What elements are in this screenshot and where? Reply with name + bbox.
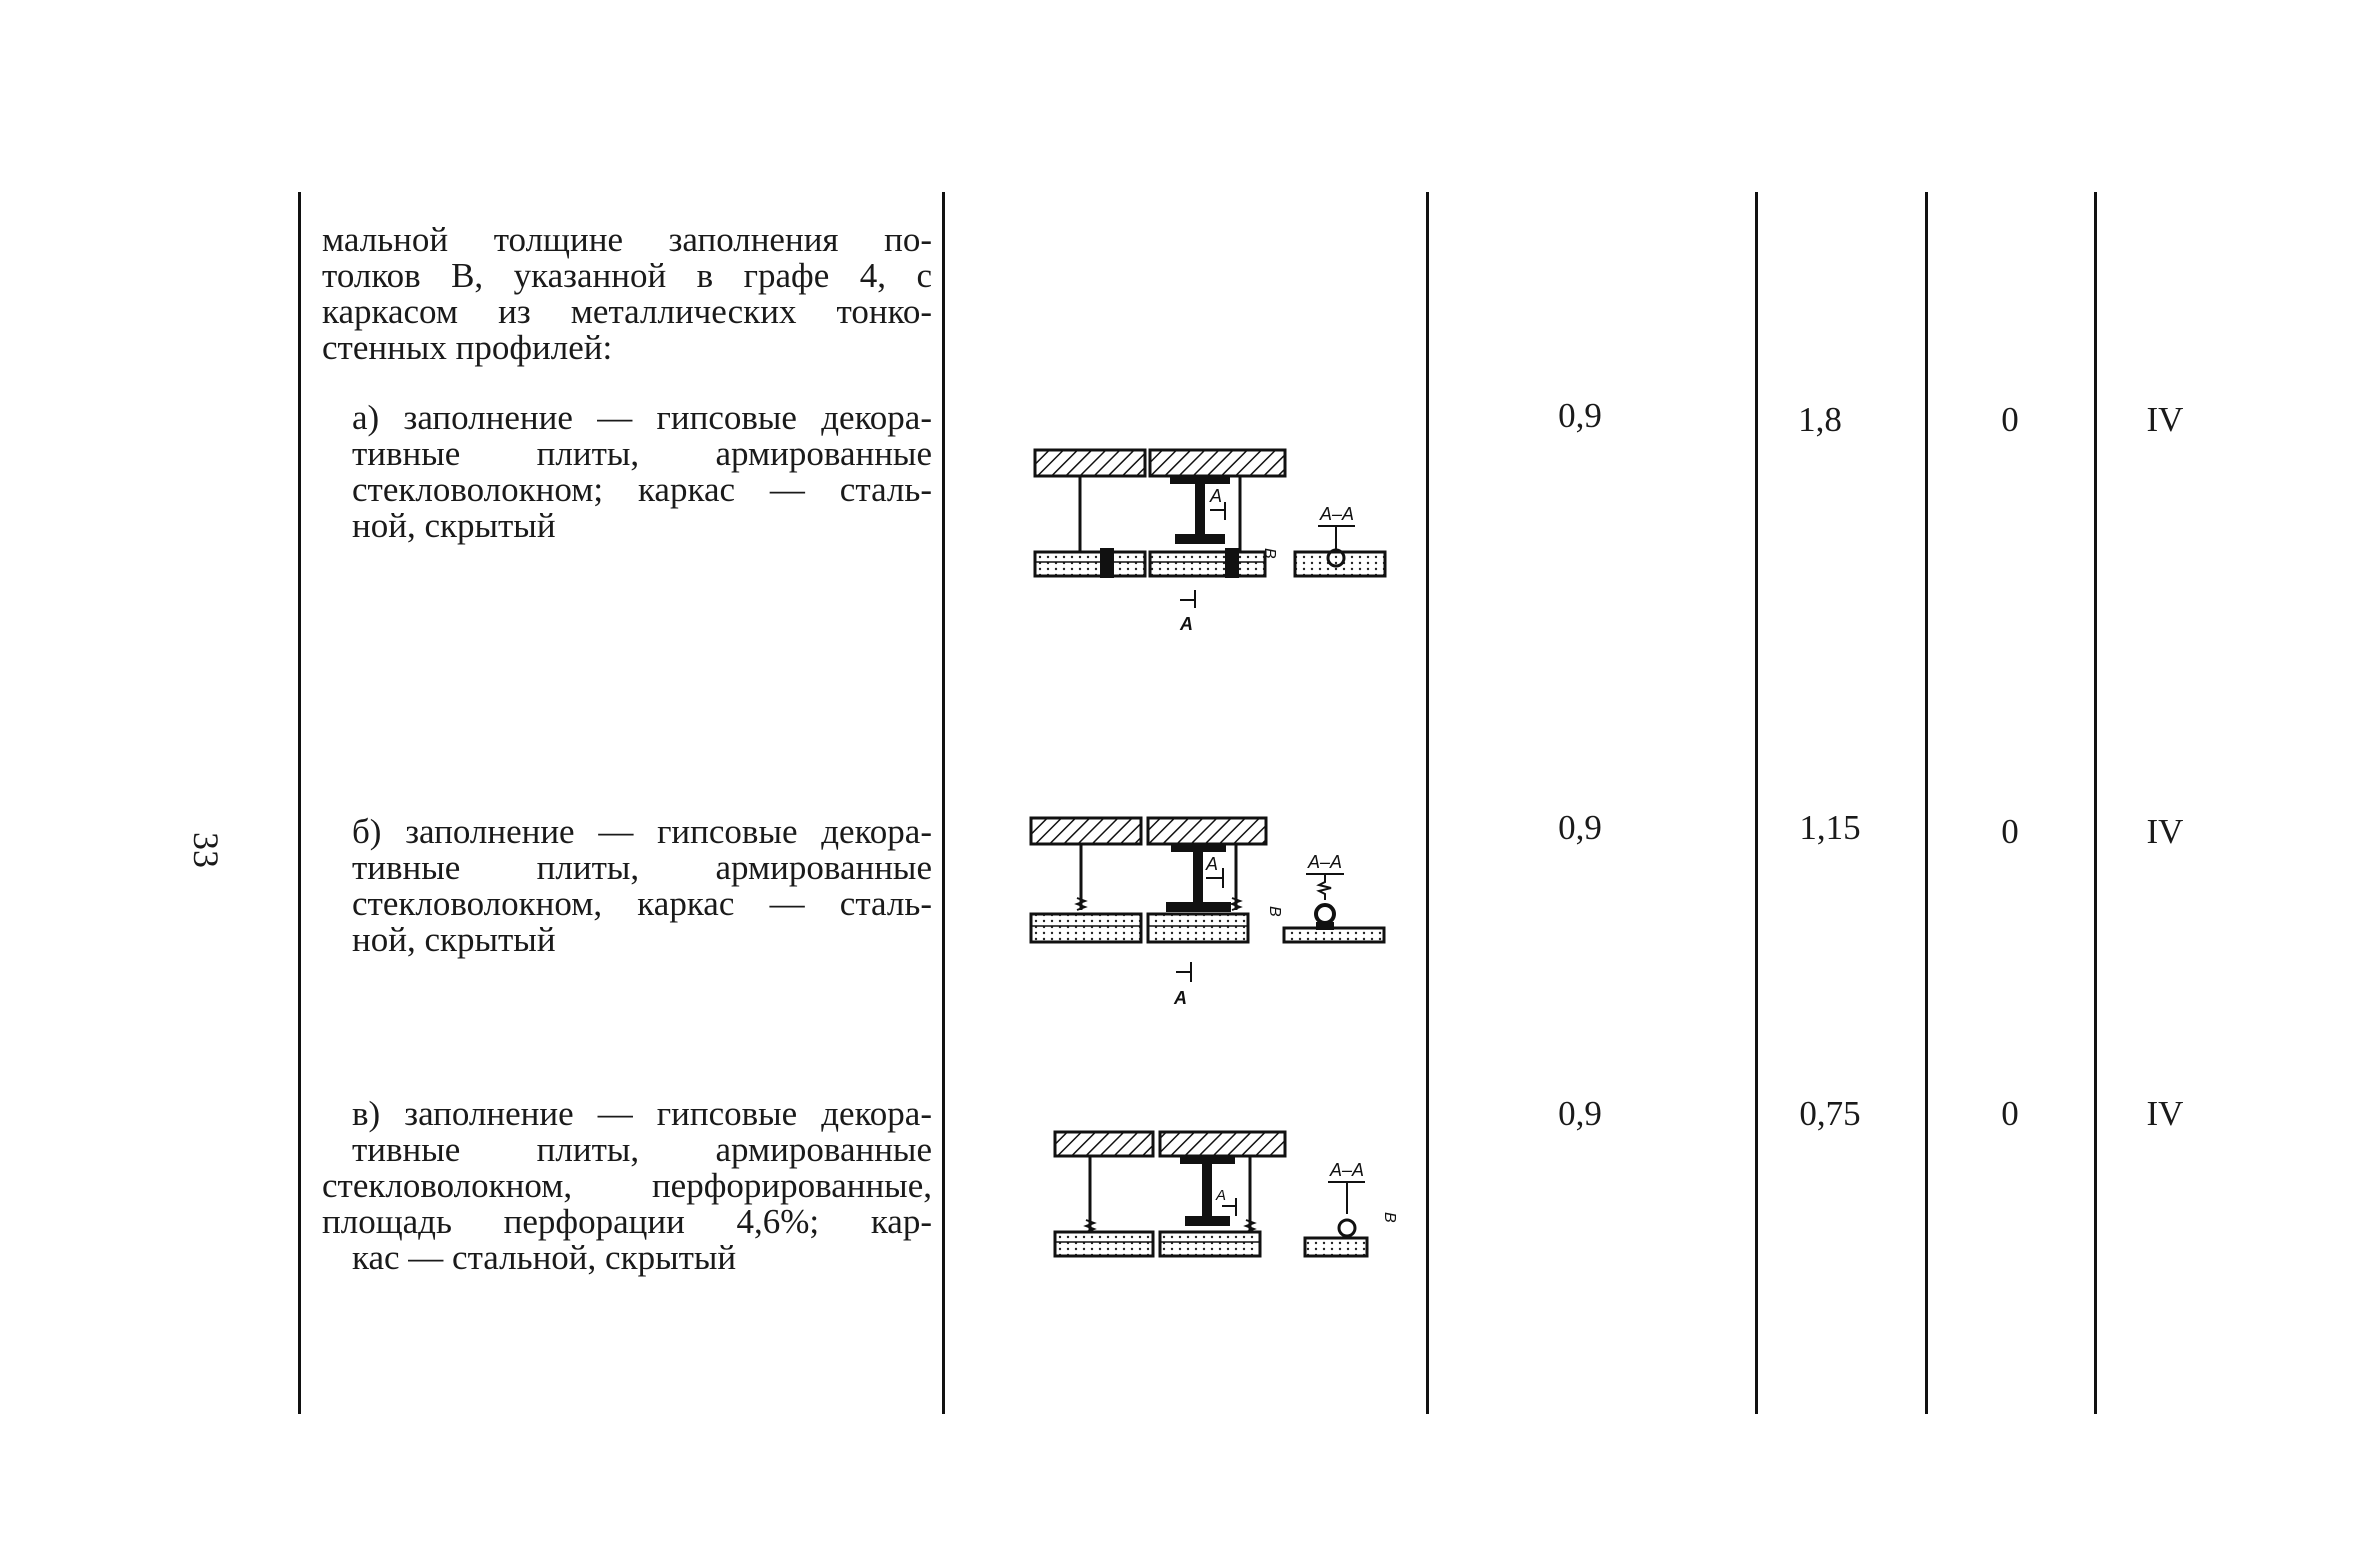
row-c-line: тивные плиты, армированные (352, 1130, 932, 1169)
row-c-col6: IV (2146, 1094, 2184, 1133)
row-c-description: в) заполнение — гипсовые декора- тивные … (322, 1096, 932, 1276)
row-b-line: стекловолокном, каркас — сталь- (352, 884, 932, 923)
intro-line: мальной толщине заполнения по- (322, 220, 932, 259)
mark-a-bottom: А (1173, 988, 1187, 1008)
row-c-col4: 0,75 (1799, 1094, 1861, 1133)
table-rule-left (298, 192, 301, 1414)
row-b-col6: IV (2146, 812, 2184, 851)
section-label: А–А (1319, 504, 1354, 524)
row-a-col6: IV (2146, 400, 2184, 439)
row-a-line: тивные плиты, армированные (352, 434, 932, 473)
row-b-col4: 1,15 (1799, 808, 1861, 847)
row-c-line: стекловолокном, перфорированные, (322, 1166, 932, 1205)
row-c-line: площадь перфорации 4,6%; кар- (322, 1202, 932, 1241)
mark-b-label: B (1266, 906, 1283, 917)
row-b-description: б) заполнение — гипсовые декора- тивные … (322, 814, 932, 958)
intro-line: толков B, указанной в графе 4, с (322, 256, 932, 295)
page-number: 33 (186, 832, 226, 868)
row-c-line: кас — стальной, скрытый (352, 1238, 737, 1277)
row-a-col4: 1,8 (1798, 400, 1842, 439)
mark-a-label: А (1205, 854, 1218, 874)
row-c-col3: 0,9 (1558, 1094, 1602, 1133)
row-b-col5: 0 (2001, 812, 2019, 851)
section-label: А–А (1307, 852, 1342, 872)
intro-paragraph: мальной толщине заполнения по- толков B,… (322, 222, 932, 366)
row-a-line: а) заполнение — гипсовые декора- (352, 398, 932, 437)
row-c-ceiling-drawing: А А–А B (1050, 1120, 1410, 1280)
row-b-ceiling-drawing: А B А–А А (1026, 810, 1386, 1025)
intro-line: стенных профилей: (322, 328, 613, 367)
intro-line: каркасом из металлических тонко- (322, 292, 932, 331)
row-c-col5: 0 (2001, 1094, 2019, 1133)
row-a-ceiling-drawing: А B А–А А (1030, 440, 1390, 640)
row-a-col5: 0 (2001, 400, 2019, 439)
mark-b-label: B (1381, 1212, 1398, 1223)
row-b-col3: 0,9 (1558, 808, 1602, 847)
row-c-line: в) заполнение — гипсовые декора- (352, 1094, 932, 1133)
table-rule-5 (2094, 192, 2097, 1414)
row-a-description: а) заполнение — гипсовые декора- тивные … (322, 400, 932, 544)
mark-b-label: B (1261, 548, 1278, 559)
mark-a-label: А (1215, 1187, 1226, 1204)
row-b-line: ной, скрытый (352, 920, 556, 959)
table-rule-1 (942, 192, 945, 1414)
section-label: А–А (1329, 1160, 1364, 1180)
table-rule-4 (1925, 192, 1928, 1414)
row-a-col3: 0,9 (1558, 396, 1602, 435)
row-b-line: тивные плиты, армированные (352, 848, 932, 887)
row-b-line: б) заполнение — гипсовые декора- (352, 812, 932, 851)
mark-a-label: А (1209, 486, 1222, 506)
table-rule-3 (1755, 192, 1758, 1414)
mark-a-bottom: А (1179, 614, 1193, 634)
row-a-line: ной, скрытый (352, 506, 556, 545)
row-a-line: стекловолокном; каркас — сталь- (352, 470, 932, 509)
table-rule-2 (1426, 192, 1429, 1414)
